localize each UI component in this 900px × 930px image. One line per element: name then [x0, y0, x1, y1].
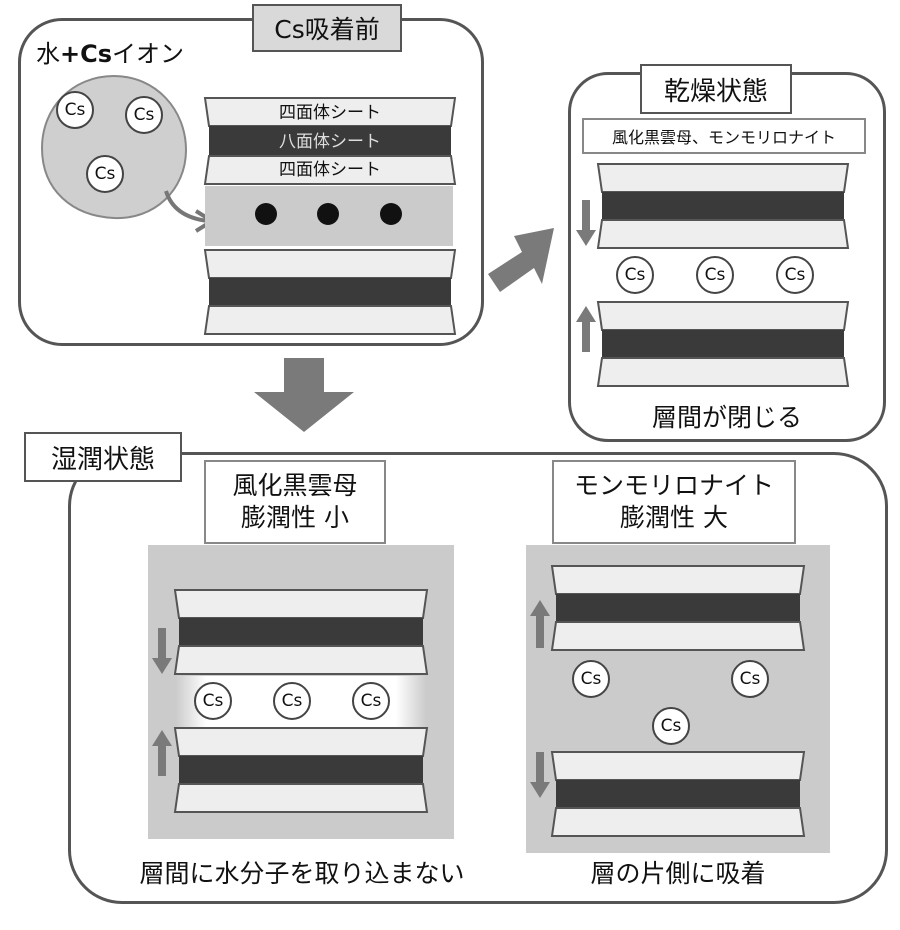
- interlayer-dot: [255, 203, 277, 225]
- down-arrow-icon: [530, 752, 550, 798]
- cs-ion: Cs: [86, 155, 124, 193]
- montmorillonite-clay-layer-top: [550, 565, 806, 651]
- clay-layer-bottom: [203, 249, 457, 335]
- cs-ion: Cs: [194, 682, 232, 720]
- biotite-clay-layer-top: [173, 589, 429, 675]
- wet-state-title: 湿潤状態: [24, 432, 182, 482]
- down-arrow-icon: [576, 200, 596, 246]
- montmorillonite-clay-layer-bottom: [550, 751, 806, 837]
- tetrahedral-sheet-label: 四面体シート: [279, 160, 381, 180]
- arrow-to-dry-state: [488, 228, 554, 292]
- montmorillonite-label: モンモリロナイト 膨潤性 大: [552, 460, 796, 544]
- up-arrow-icon: [530, 600, 550, 648]
- cs-ion: Cs: [572, 660, 610, 698]
- biotite-label: 風化黒雲母 膨潤性 小: [204, 460, 386, 544]
- cs-ion: Cs: [652, 707, 690, 745]
- montmorillonite-caption: 層の片側に吸着: [590, 859, 766, 888]
- biotite-caption: 層間に水分子を取り込まない: [139, 859, 465, 888]
- up-arrow-icon: [152, 730, 172, 776]
- biotite-clay-layer-bottom: [173, 727, 429, 813]
- interlayer-dot: [380, 203, 402, 225]
- cs-ion: Cs: [731, 660, 769, 698]
- dry-minerals-label: 風化黒雲母、モンモリロナイト: [582, 118, 866, 154]
- clay-layer-top: [203, 97, 457, 185]
- cs-ion: Cs: [56, 91, 94, 129]
- tetrahedral-sheet-label: 四面体シート: [279, 103, 381, 123]
- cs-ion: Cs: [776, 256, 814, 294]
- cs-ion: Cs: [273, 682, 311, 720]
- dry-clay-layer-top: [596, 163, 850, 249]
- dry-caption: 層間が閉じる: [651, 403, 802, 432]
- before-adsorption-title: Cs吸着前: [252, 4, 402, 52]
- cs-ion: Cs: [125, 96, 163, 134]
- dry-state-title: 乾燥状態: [640, 64, 792, 114]
- octahedral-sheet-label: 八面体シート: [279, 132, 381, 152]
- up-arrow-icon: [576, 306, 596, 352]
- interlayer-dot: [317, 203, 339, 225]
- arrow-to-wet-state: [254, 358, 354, 432]
- down-arrow-icon: [152, 628, 172, 674]
- dry-clay-layer-bottom: [596, 301, 850, 387]
- solution-label: 水+Csイオン: [36, 40, 185, 68]
- cs-ion: Cs: [696, 256, 734, 294]
- cs-ion: Cs: [352, 682, 390, 720]
- cs-ion: Cs: [616, 256, 654, 294]
